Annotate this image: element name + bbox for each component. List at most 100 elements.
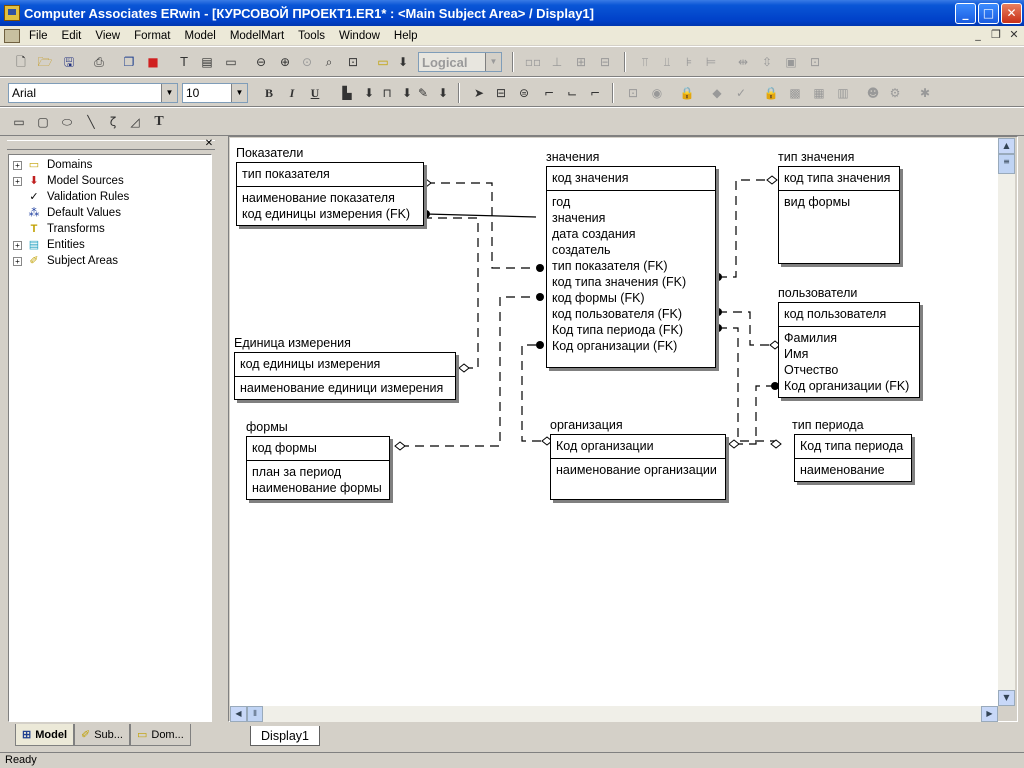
attribute[interactable]: Код типа периода (FK) [552,323,683,337]
line-tool-icon[interactable]: ╲ [87,115,95,129]
italic-button[interactable]: I [289,86,295,100]
pin-icon[interactable]: ✓ [735,86,747,100]
subtype-icon[interactable]: ⊜ [518,86,530,100]
display-level-icon[interactable]: ▭ [377,55,389,69]
hierarchy-icon[interactable]: ⊥ [551,55,563,69]
align-bottom-icon[interactable]: ⫫ [663,55,671,69]
ellipse-tool-icon[interactable]: ⬭ [61,115,73,129]
scroll-down-icon[interactable]: ▼ [998,690,1015,706]
menu-model[interactable]: Model [184,29,216,42]
zoom-fit-icon[interactable]: ⌕ [325,55,333,69]
print-icon[interactable]: ⎙ [94,55,104,69]
attribute[interactable]: создатель [552,243,611,257]
scroll-up-icon[interactable]: ▲ [998,138,1015,154]
line-color-icon[interactable]: ⊓ [382,86,392,100]
pk-attribute[interactable]: Код типа периода [800,439,904,453]
space-horizontal-icon[interactable]: ⇹ [737,55,749,69]
menu-help[interactable]: Help [393,29,418,42]
space-vertical-icon[interactable]: ⇳ [761,55,773,69]
align-left-icon[interactable]: ⊧ [685,55,693,69]
martbrowse-icon[interactable]: ⊡ [627,86,639,100]
scroll-right-icon[interactable]: ▶ [981,706,998,722]
attribute[interactable]: Код организации (FK) [784,379,910,393]
entity-tip-znacheniya[interactable]: код типа значения вид формы [778,166,900,264]
view-mode-combo[interactable]: Logical▼ [418,52,502,72]
align-top-icon[interactable]: ⫪ [641,55,649,69]
document-icon[interactable] [4,28,20,43]
pk-attribute[interactable]: код значения [552,171,629,185]
menu-file[interactable]: File [29,29,48,42]
mart-merge-icon[interactable]: ▦ [813,86,825,100]
erwin-app-icon[interactable] [4,5,20,21]
identifying-relationship-icon[interactable]: ⌐ [543,86,555,100]
mart-grid-icon[interactable]: ▥ [837,86,849,100]
entity-polzovateli[interactable]: код пользователя Фамилия Имя Отчество Ко… [778,302,920,398]
new-file-icon[interactable]: 🗋 [16,55,26,69]
scroll-thumb[interactable]: ≡ [998,154,1015,174]
tree-layout-icon[interactable]: ⊞ [575,55,587,69]
attribute[interactable]: Фамилия [784,331,838,345]
bug-icon[interactable]: ✱ [919,86,931,100]
text-tool-button[interactable]: T [154,114,164,129]
pointer-icon[interactable]: ➤ [473,86,485,100]
menu-edit[interactable]: Edit [61,29,82,42]
entity-pokazateli[interactable]: тип показателя наименование показателя к… [236,162,424,226]
tab-subject-areas[interactable]: ✐Sub... [74,724,130,746]
mart-save-icon[interactable]: ◆ [712,86,722,100]
attribute[interactable]: наименование [800,463,885,477]
align-right-icon[interactable]: ⊨ [705,55,717,69]
font-color-icon[interactable]: ✎ [417,86,429,100]
horizontal-scrollbar[interactable]: ◀ ⦀ ▶ [230,706,998,722]
pk-attribute[interactable]: Код организации [556,439,654,453]
tree-item-default-values[interactable]: ⁂Default Values [13,205,121,221]
expand-icon[interactable]: + [13,240,22,250]
color-icon[interactable]: ■ [147,55,159,69]
polygon-tool-icon[interactable]: ◿ [130,115,140,129]
expand-icon[interactable]: + [13,256,22,266]
polyline-tool-icon[interactable]: ζ [109,115,117,129]
lock-icon[interactable]: 🔒 [679,86,695,100]
entity-formy[interactable]: код формы план за период наименование фо… [246,436,390,500]
dropdown-arrow-icon[interactable]: ⬇ [397,55,409,69]
attribute-display-icon[interactable]: T [180,55,188,69]
attribute[interactable]: код пользователя (FK) [552,307,682,321]
entity-display-icon[interactable]: ▤ [201,55,213,69]
attribute[interactable]: Имя [784,347,809,361]
secure-icon[interactable]: 🔒 [763,86,779,100]
relationship-icon[interactable]: ▫▫ [524,55,542,69]
underline-button[interactable]: U [310,86,320,100]
attribute[interactable]: план за период [252,465,342,479]
panel-grip[interactable] [7,140,215,150]
save-icon[interactable]: 🖫 [63,55,75,69]
attribute[interactable]: дата создания [552,227,636,241]
pk-attribute[interactable]: код типа значения [784,171,891,185]
rounded-rectangle-tool-icon[interactable]: ▢ [37,115,49,129]
mdi-minimize-button[interactable]: _ [975,28,981,41]
menu-modelmart[interactable]: ModelMart [229,29,285,42]
non-identifying-relationship-icon[interactable]: ⌐ [589,86,601,100]
attribute[interactable]: наименование формы [252,481,382,495]
pk-attribute[interactable]: код формы [252,441,317,455]
copy-icon[interactable]: ❐ [123,55,135,69]
tree-item-subject-areas[interactable]: +✐Subject Areas [13,253,118,269]
user-icon[interactable]: ☻ [866,86,880,100]
attribute[interactable]: наименование показателя [242,191,395,205]
tab-domains[interactable]: ▭Dom... [129,724,191,746]
entity-organizaciya[interactable]: Код организации наименование организации [550,434,726,500]
chevron-down-icon[interactable]: ▼ [231,84,247,102]
attribute[interactable]: вид формы [784,195,851,209]
scroll-left-icon[interactable]: ◀ [230,706,247,722]
many-to-many-icon[interactable]: ⌙ [566,86,578,100]
attribute[interactable]: наименование единици измерения [240,381,444,395]
font-size-combo[interactable]: 10▼ [182,83,248,103]
maximize-button[interactable]: □ [978,3,999,24]
dropdown-arrow-icon[interactable]: ⬇ [401,86,413,100]
menu-view[interactable]: View [95,29,121,42]
chevron-down-icon[interactable]: ▼ [485,53,501,71]
attribute[interactable]: наименование организации [556,463,717,477]
vertical-scrollbar[interactable]: ▲ ≡ ▼ [998,138,1015,706]
menu-format[interactable]: Format [134,29,171,42]
open-folder-icon[interactable]: 🗁 [37,55,53,69]
entity-tip-perioda[interactable]: Код типа периода наименование [794,434,912,482]
attribute[interactable]: тип показателя (FK) [552,259,668,273]
